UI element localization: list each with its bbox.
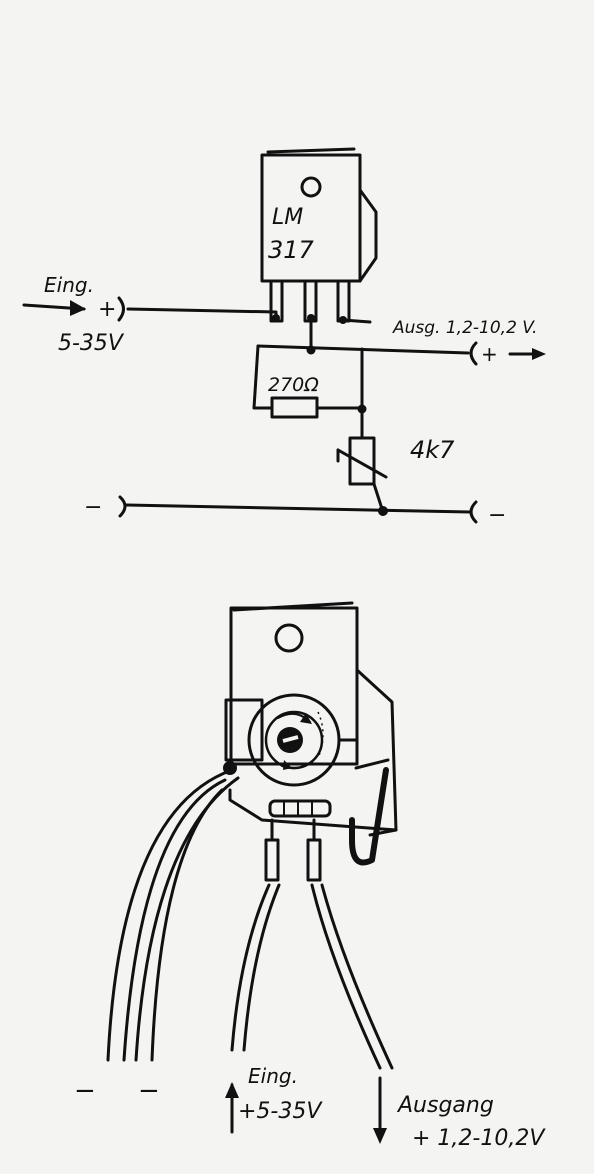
minus-label-2: −	[138, 1076, 160, 1106]
input-label: Eing.	[44, 273, 94, 297]
input-arrow-icon	[70, 300, 86, 316]
input-terminal	[117, 296, 125, 322]
assembly-resistor	[268, 799, 332, 818]
input-plus-sign: +	[98, 297, 116, 322]
assembly-input-voltage: +5-35V	[238, 1099, 323, 1124]
regulator-label-1: LM	[272, 205, 303, 230]
resistor-270: 270Ω	[252, 344, 367, 440]
schematic-input: Eing. + 5-35V	[22, 273, 278, 356]
regulator-body	[229, 606, 359, 766]
resistor-icon	[270, 396, 319, 419]
assembly-input-label: Eing.	[248, 1064, 298, 1088]
output-arrow-icon	[373, 1128, 387, 1144]
output-lead	[306, 818, 394, 1070]
output-arrow-icon	[532, 348, 546, 360]
input-lead	[230, 818, 281, 1052]
minus-right-label: −	[488, 503, 506, 528]
minus-left-label: −	[84, 495, 102, 520]
assembly-output-voltage: + 1,2-10,2V	[412, 1126, 546, 1151]
input-arrow-icon	[225, 1082, 239, 1098]
input-voltage-label: 5-35V	[58, 331, 125, 356]
output-plus-sign: +	[481, 342, 498, 366]
ground-wires: − −	[74, 761, 240, 1106]
ground-terminal-right	[469, 500, 478, 524]
schematic-output: Ausg. 1,2-10,2 V. +	[256, 316, 546, 366]
trimmer-potentiometer	[224, 693, 358, 787]
schematic: LM 317 Eing. + 5-35V Ausg. 1,2-10,2 V.	[22, 147, 546, 528]
assembly-output-label: Ausgang	[396, 1093, 494, 1118]
ground-wire	[124, 503, 472, 514]
pot-value-label: 4k7	[410, 436, 455, 464]
minus-label-1: −	[74, 1076, 96, 1106]
output-terminal	[469, 341, 478, 366]
mounting-hole-icon	[300, 176, 322, 198]
assembly-drawing: − − Eing. +5-35V Ausgang + 1,2-10,2V	[74, 601, 546, 1151]
schematic-ground: − −	[84, 495, 506, 528]
resistor-icon	[268, 799, 332, 818]
output-label: Ausg. 1,2-10,2 V.	[392, 318, 537, 338]
regulator-label-2: 317	[268, 236, 315, 264]
resistor-value-label: 270Ω	[268, 374, 319, 396]
ground-terminal-left	[118, 495, 127, 518]
lm317-regulator: LM 317	[260, 147, 378, 324]
potentiometer-4k7: 4k7	[336, 436, 455, 514]
input-wire	[126, 307, 278, 320]
mounting-hole-icon	[274, 623, 304, 653]
potentiometer-icon	[348, 436, 376, 486]
